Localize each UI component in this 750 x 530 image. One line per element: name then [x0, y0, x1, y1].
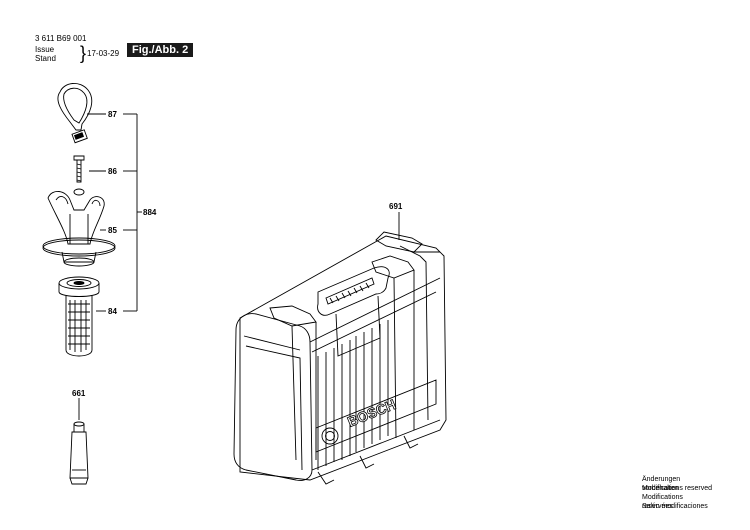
- part-number: 3 611 B69 001: [35, 34, 87, 43]
- callout-86: 86: [108, 167, 117, 176]
- callout-691: 691: [389, 202, 403, 211]
- footer-line-es: Salvo modificaciones: [642, 503, 708, 510]
- stand-label: Stand: [35, 54, 56, 63]
- callout-84: 84: [108, 307, 117, 316]
- figure-label: Fig./Abb. 2: [127, 43, 194, 57]
- callout-leaders: [78, 113, 400, 420]
- brace-divider: }: [80, 43, 87, 63]
- footer-line-en: Modifications reserved: [642, 485, 713, 492]
- callout-661: 661: [72, 389, 86, 398]
- band-clamp-part: [57, 83, 93, 144]
- callout-87: 87: [108, 110, 117, 119]
- grip-part: [58, 276, 100, 357]
- callout-884: 884: [143, 208, 157, 217]
- footer-line-fr: Modifications resérvées: [642, 494, 683, 510]
- grease-tube-part: [69, 421, 89, 485]
- callout-85: 85: [108, 226, 117, 235]
- footer-line-de: Änderungen vorbehalten: [642, 476, 681, 492]
- handle-head-part: [42, 188, 116, 267]
- carrying-case-part: [233, 231, 447, 485]
- screw-part: [73, 155, 85, 183]
- issue-label: Issue: [35, 45, 55, 54]
- issue-date: 17-03-29: [87, 49, 120, 58]
